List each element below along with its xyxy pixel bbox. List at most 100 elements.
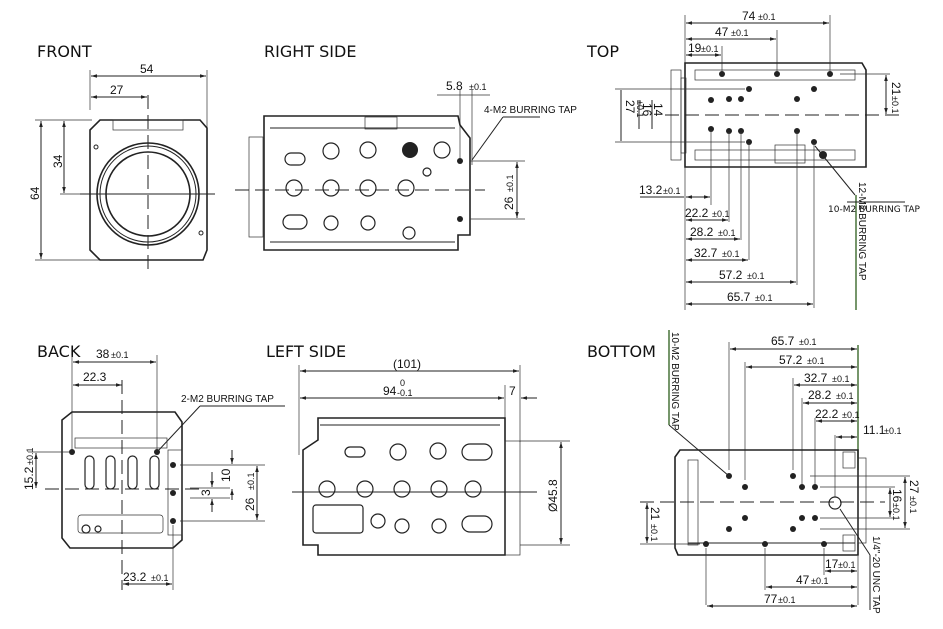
back-dim-22-3: 22.3 bbox=[83, 370, 107, 384]
top-dim-22-2: 22.2 bbox=[685, 206, 709, 220]
svg-text:±0.1: ±0.1 bbox=[718, 228, 735, 238]
top-dim-16: 16 bbox=[640, 103, 654, 117]
svg-text:±0.1: ±0.1 bbox=[755, 293, 772, 303]
svg-text:±0.1: ±0.1 bbox=[712, 209, 729, 219]
top-dim-27: 27 bbox=[623, 100, 637, 114]
right-holes bbox=[282, 141, 451, 240]
top-dim-57-2: 57.2 bbox=[719, 268, 743, 282]
svg-text:±0.1: ±0.1 bbox=[25, 448, 35, 465]
svg-text:±0.1: ±0.1 bbox=[663, 186, 680, 196]
bottom-note-10-m2: 10-M2 BURRING TAP bbox=[669, 332, 680, 431]
bottom-dim-28-2: 28.2 bbox=[808, 388, 832, 402]
front-view: FRONT 54 27 64 34 bbox=[28, 42, 215, 275]
svg-text:±0.1: ±0.1 bbox=[111, 350, 128, 360]
front-dim-64: 64 bbox=[28, 186, 42, 200]
svg-text:±0.1: ±0.1 bbox=[891, 503, 901, 520]
svg-text:±0.1: ±0.1 bbox=[731, 28, 748, 38]
back-view: BACK 38 ±0.1 22.3 2-M2 BURRING TAP 15.2 … bbox=[22, 342, 285, 590]
top-dim-28-2: 28.2 bbox=[690, 225, 714, 239]
bottom-dim-65-7: 65.7 bbox=[771, 334, 795, 348]
right-body-outline bbox=[263, 115, 471, 251]
top-dim-14: 14 bbox=[651, 103, 665, 117]
bottom-dim-11-1: 11.1 bbox=[863, 423, 886, 437]
top-title: TOP bbox=[586, 42, 619, 61]
right-note-burring-tap: 4-M2 BURRING TAP bbox=[484, 105, 577, 116]
back-dim-38: 38 bbox=[96, 347, 110, 361]
left-dim-diameter: Ø45.8 bbox=[546, 479, 560, 512]
right-dim-26: 26 bbox=[502, 196, 516, 210]
svg-text:±0.1: ±0.1 bbox=[722, 249, 739, 259]
back-title: BACK bbox=[37, 342, 81, 361]
right-side-view: RIGHT SIDE 5.8 ±0.1 4-M2 BURRING TAP bbox=[235, 42, 577, 251]
bottom-dim-77: 77 bbox=[764, 592, 778, 606]
top-view: TOP 74 ±0.1 47 ±0.1 19 ±0.1 21 ±0.1 bbox=[586, 9, 920, 310]
svg-text:±0.1: ±0.1 bbox=[246, 473, 256, 490]
top-body-outline bbox=[684, 62, 867, 168]
svg-text:±0.1: ±0.1 bbox=[890, 96, 900, 113]
svg-text:±0.1: ±0.1 bbox=[842, 410, 859, 420]
top-dim-21: 21 bbox=[889, 82, 903, 96]
top-dim-32-7: 32.7 bbox=[694, 246, 718, 260]
svg-text:±0.1: ±0.1 bbox=[649, 524, 659, 541]
right-dim-5-8: 5.8 bbox=[446, 79, 463, 93]
bottom-body-outline bbox=[674, 449, 859, 556]
unc-tap-hole bbox=[828, 496, 842, 510]
left-holes bbox=[312, 442, 493, 534]
bottom-title: BOTTOM bbox=[587, 342, 656, 361]
svg-text:±0.1: ±0.1 bbox=[747, 271, 764, 281]
bottom-dim-27: 27 bbox=[907, 480, 921, 494]
svg-text:±0.1: ±0.1 bbox=[836, 391, 853, 401]
svg-text:±0.1: ±0.1 bbox=[799, 337, 816, 347]
top-note-10-m2: 10-M2 BURRING TAP bbox=[828, 205, 920, 215]
bottom-dim-17: 17 bbox=[825, 557, 839, 571]
bottom-dim-32-7: 32.7 bbox=[804, 371, 828, 385]
back-dim-26: 26 bbox=[243, 497, 257, 511]
back-dim-23-2: 23.2 bbox=[123, 570, 147, 584]
svg-text:±0.1: ±0.1 bbox=[838, 560, 855, 570]
svg-text:±0.1: ±0.1 bbox=[469, 82, 486, 92]
svg-text:±0.1: ±0.1 bbox=[758, 12, 775, 22]
bottom-dim-16: 16 bbox=[890, 489, 904, 503]
svg-text:±0.1: ±0.1 bbox=[807, 356, 824, 366]
left-dim-94: 94 bbox=[383, 384, 397, 398]
front-body-outline bbox=[89, 119, 208, 261]
left-dim-7: 7 bbox=[509, 384, 516, 398]
back-note-burring-tap: 2-M2 BURRING TAP bbox=[181, 394, 274, 405]
svg-text:0: 0 bbox=[400, 378, 405, 388]
bottom-tap-holes bbox=[703, 473, 827, 547]
bottom-dim-57-2: 57.2 bbox=[779, 353, 803, 367]
right-side-title: RIGHT SIDE bbox=[264, 42, 356, 61]
bottom-note-unc-tap: 1/4"-20 UNC TAP bbox=[870, 536, 881, 614]
svg-text:±0.1: ±0.1 bbox=[832, 374, 849, 384]
front-dim-34: 34 bbox=[51, 154, 65, 168]
svg-text:±0.1: ±0.1 bbox=[701, 44, 718, 54]
back-dim-15-2: 15.2 bbox=[22, 466, 36, 490]
svg-text:-0.1: -0.1 bbox=[397, 388, 413, 398]
left-dim-101: (101) bbox=[393, 357, 421, 371]
bottom-view: BOTTOM 10-M2 BURRING TAP 65.7 ±0.1 57.2 … bbox=[587, 330, 921, 614]
front-title: FRONT bbox=[37, 42, 92, 61]
top-tap-holes bbox=[708, 71, 833, 159]
top-dim-65-7: 65.7 bbox=[727, 290, 751, 304]
svg-text:±0.1: ±0.1 bbox=[635, 100, 645, 117]
back-dim-10: 10 bbox=[219, 468, 233, 482]
top-note-12-m2: 12-M2 BURRING TAP bbox=[856, 182, 867, 281]
svg-text:±0.1: ±0.1 bbox=[811, 576, 828, 586]
svg-text:±0.1: ±0.1 bbox=[505, 175, 515, 192]
svg-text:±0.1: ±0.1 bbox=[778, 595, 795, 605]
top-dim-47: 47 bbox=[715, 25, 729, 39]
left-side-view: LEFT SIDE (101) 94 0 -0.1 7 bbox=[266, 342, 570, 556]
front-dim-27: 27 bbox=[110, 83, 124, 97]
bottom-dim-22-2: 22.2 bbox=[815, 407, 839, 421]
bottom-dim-21: 21 bbox=[648, 507, 662, 521]
top-dim-19: 19 bbox=[688, 41, 702, 55]
left-side-title: LEFT SIDE bbox=[266, 342, 346, 361]
bottom-dim-47: 47 bbox=[796, 573, 810, 587]
front-dim-54: 54 bbox=[140, 62, 154, 76]
top-dim-74: 74 bbox=[742, 9, 756, 23]
svg-text:±0.1: ±0.1 bbox=[908, 496, 918, 513]
top-dim-13-2: 13.2 bbox=[639, 183, 663, 197]
svg-text:±0.1: ±0.1 bbox=[151, 573, 168, 583]
svg-text:±0.1: ±0.1 bbox=[884, 426, 901, 436]
